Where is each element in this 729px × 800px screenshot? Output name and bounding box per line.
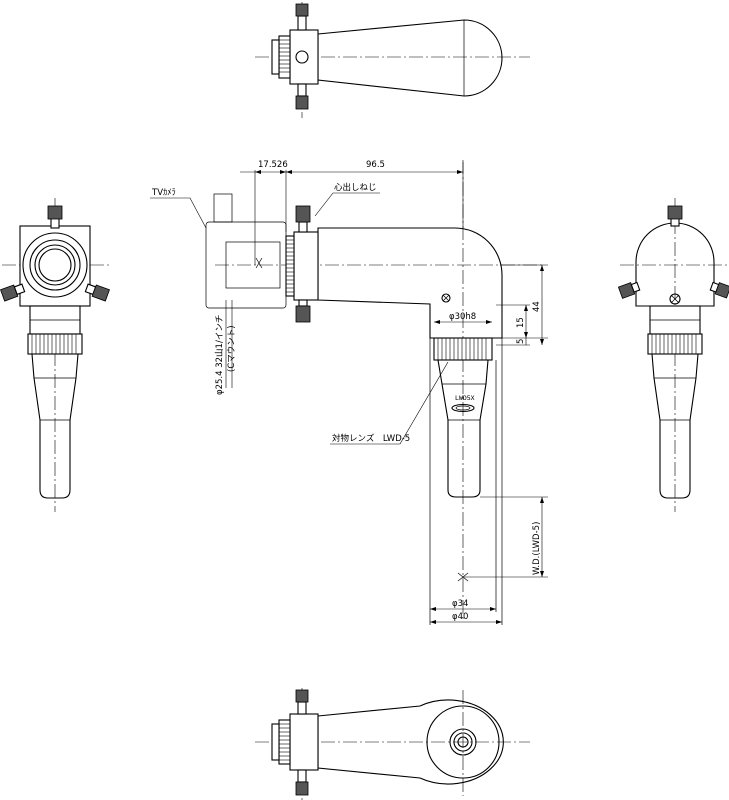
dim-phi34: φ34 — [452, 599, 468, 609]
tv-camera-label: TVｶﾒﾗ — [151, 188, 176, 198]
objective-label: 対物レンズ LWD-5 — [332, 433, 410, 444]
dim-30h8: φ30h8 — [449, 312, 476, 322]
top-view — [255, 2, 530, 118]
lens-marking-label: LWD5X — [455, 394, 475, 402]
right-side-view — [617, 198, 729, 512]
dim-5: 5 — [516, 339, 526, 344]
dim-17526: 17.526 — [258, 160, 288, 170]
dim-15: 15 — [516, 317, 526, 328]
dim-965: 96.5 — [366, 160, 385, 170]
mount-label-2: (Cマウント) — [227, 325, 237, 372]
front-view — [205, 160, 545, 625]
left-side-view — [0, 198, 110, 512]
mount-label-1: φ25.4 32山1/インチ — [214, 315, 225, 395]
bottom-view — [255, 688, 530, 800]
dimension-lines — [150, 162, 548, 624]
dim-44: 44 — [532, 301, 542, 312]
dim-phi40: φ40 — [452, 612, 468, 622]
drawing-labels: TVｶﾒﾗ 心出しねじ 対物レンズ LWD-5 LWD5X 17.526 96.… — [151, 160, 542, 622]
centering-screw-label: 心出しねじ — [334, 182, 377, 193]
dim-wd: W.D.(LWD-5) — [532, 522, 542, 575]
